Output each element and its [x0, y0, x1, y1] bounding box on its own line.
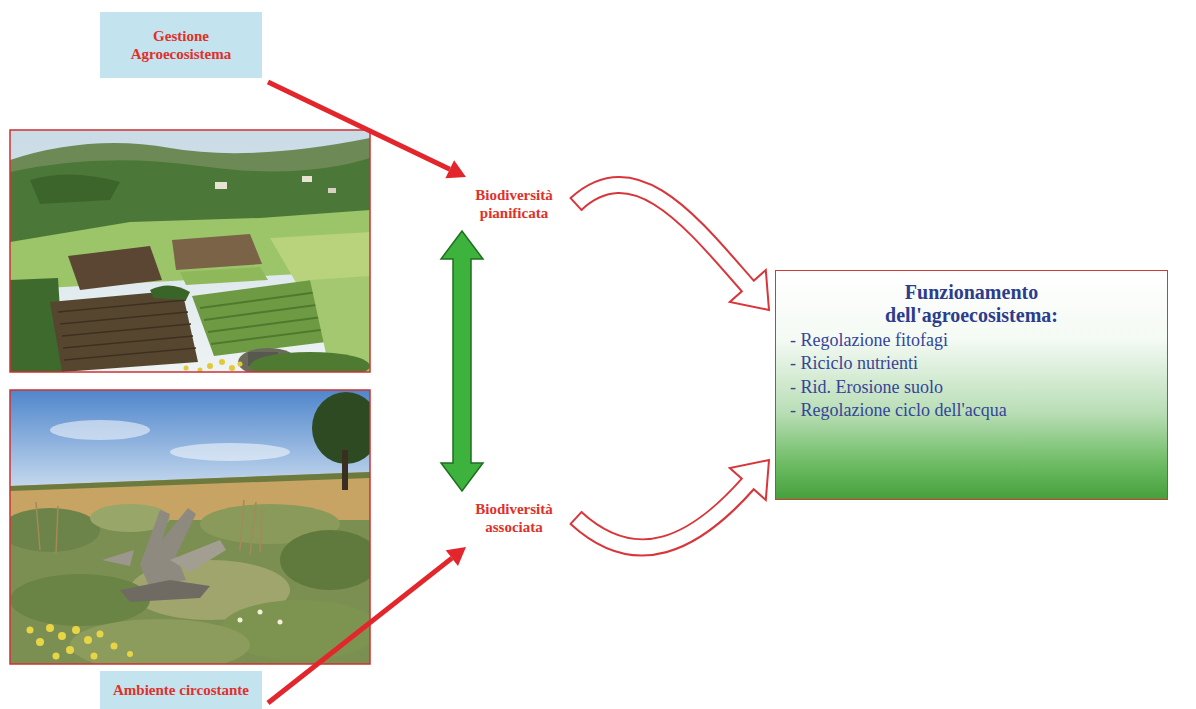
double-arrow-connector — [441, 231, 483, 491]
curved-arrow-tail — [570, 197, 582, 210]
biodiversity-label: Biodiversità pianificata — [458, 183, 570, 225]
management-box: Gestione Agroecosistema — [100, 12, 262, 78]
arrow-connector — [268, 547, 466, 703]
function-box: Funzionamento dell'agroecosistema:- Rego… — [775, 270, 1168, 500]
arrow-shaft — [268, 558, 452, 703]
curved-arrow-tail — [570, 511, 582, 524]
node-label: Ambiente circostante — [113, 681, 249, 699]
list-item: - Regolazione ciclo dell'acqua — [788, 399, 1155, 422]
curved-arrow-fill — [576, 482, 750, 548]
node-label: Biodiversità pianificata — [462, 186, 566, 222]
fields-photo — [10, 130, 370, 380]
arrow-shaft — [268, 82, 450, 169]
curved-connector — [570, 460, 769, 547]
curved-arrow-fill — [576, 185, 750, 288]
biodiversity-label: Biodiversità associata — [458, 497, 570, 539]
arrow-connector — [268, 82, 466, 178]
box-heading: Funzionamento dell'agroecosistema: — [852, 281, 1092, 327]
node-label: Gestione Agroecosistema — [106, 27, 256, 63]
arrow-head — [445, 160, 466, 178]
curved-connector — [570, 185, 769, 310]
environment-box: Ambiente circostante — [100, 671, 262, 709]
arrow-head — [446, 547, 466, 566]
node-label: Biodiversità associata — [462, 500, 566, 536]
list-item: - Regolazione fitofagi — [788, 329, 1155, 352]
double-arrow — [441, 231, 483, 491]
shrubland-photo — [0, 390, 380, 671]
list-item: - Rid. Erosione suolo — [788, 376, 1155, 399]
list-item: - Riciclo nutrienti — [788, 352, 1155, 375]
